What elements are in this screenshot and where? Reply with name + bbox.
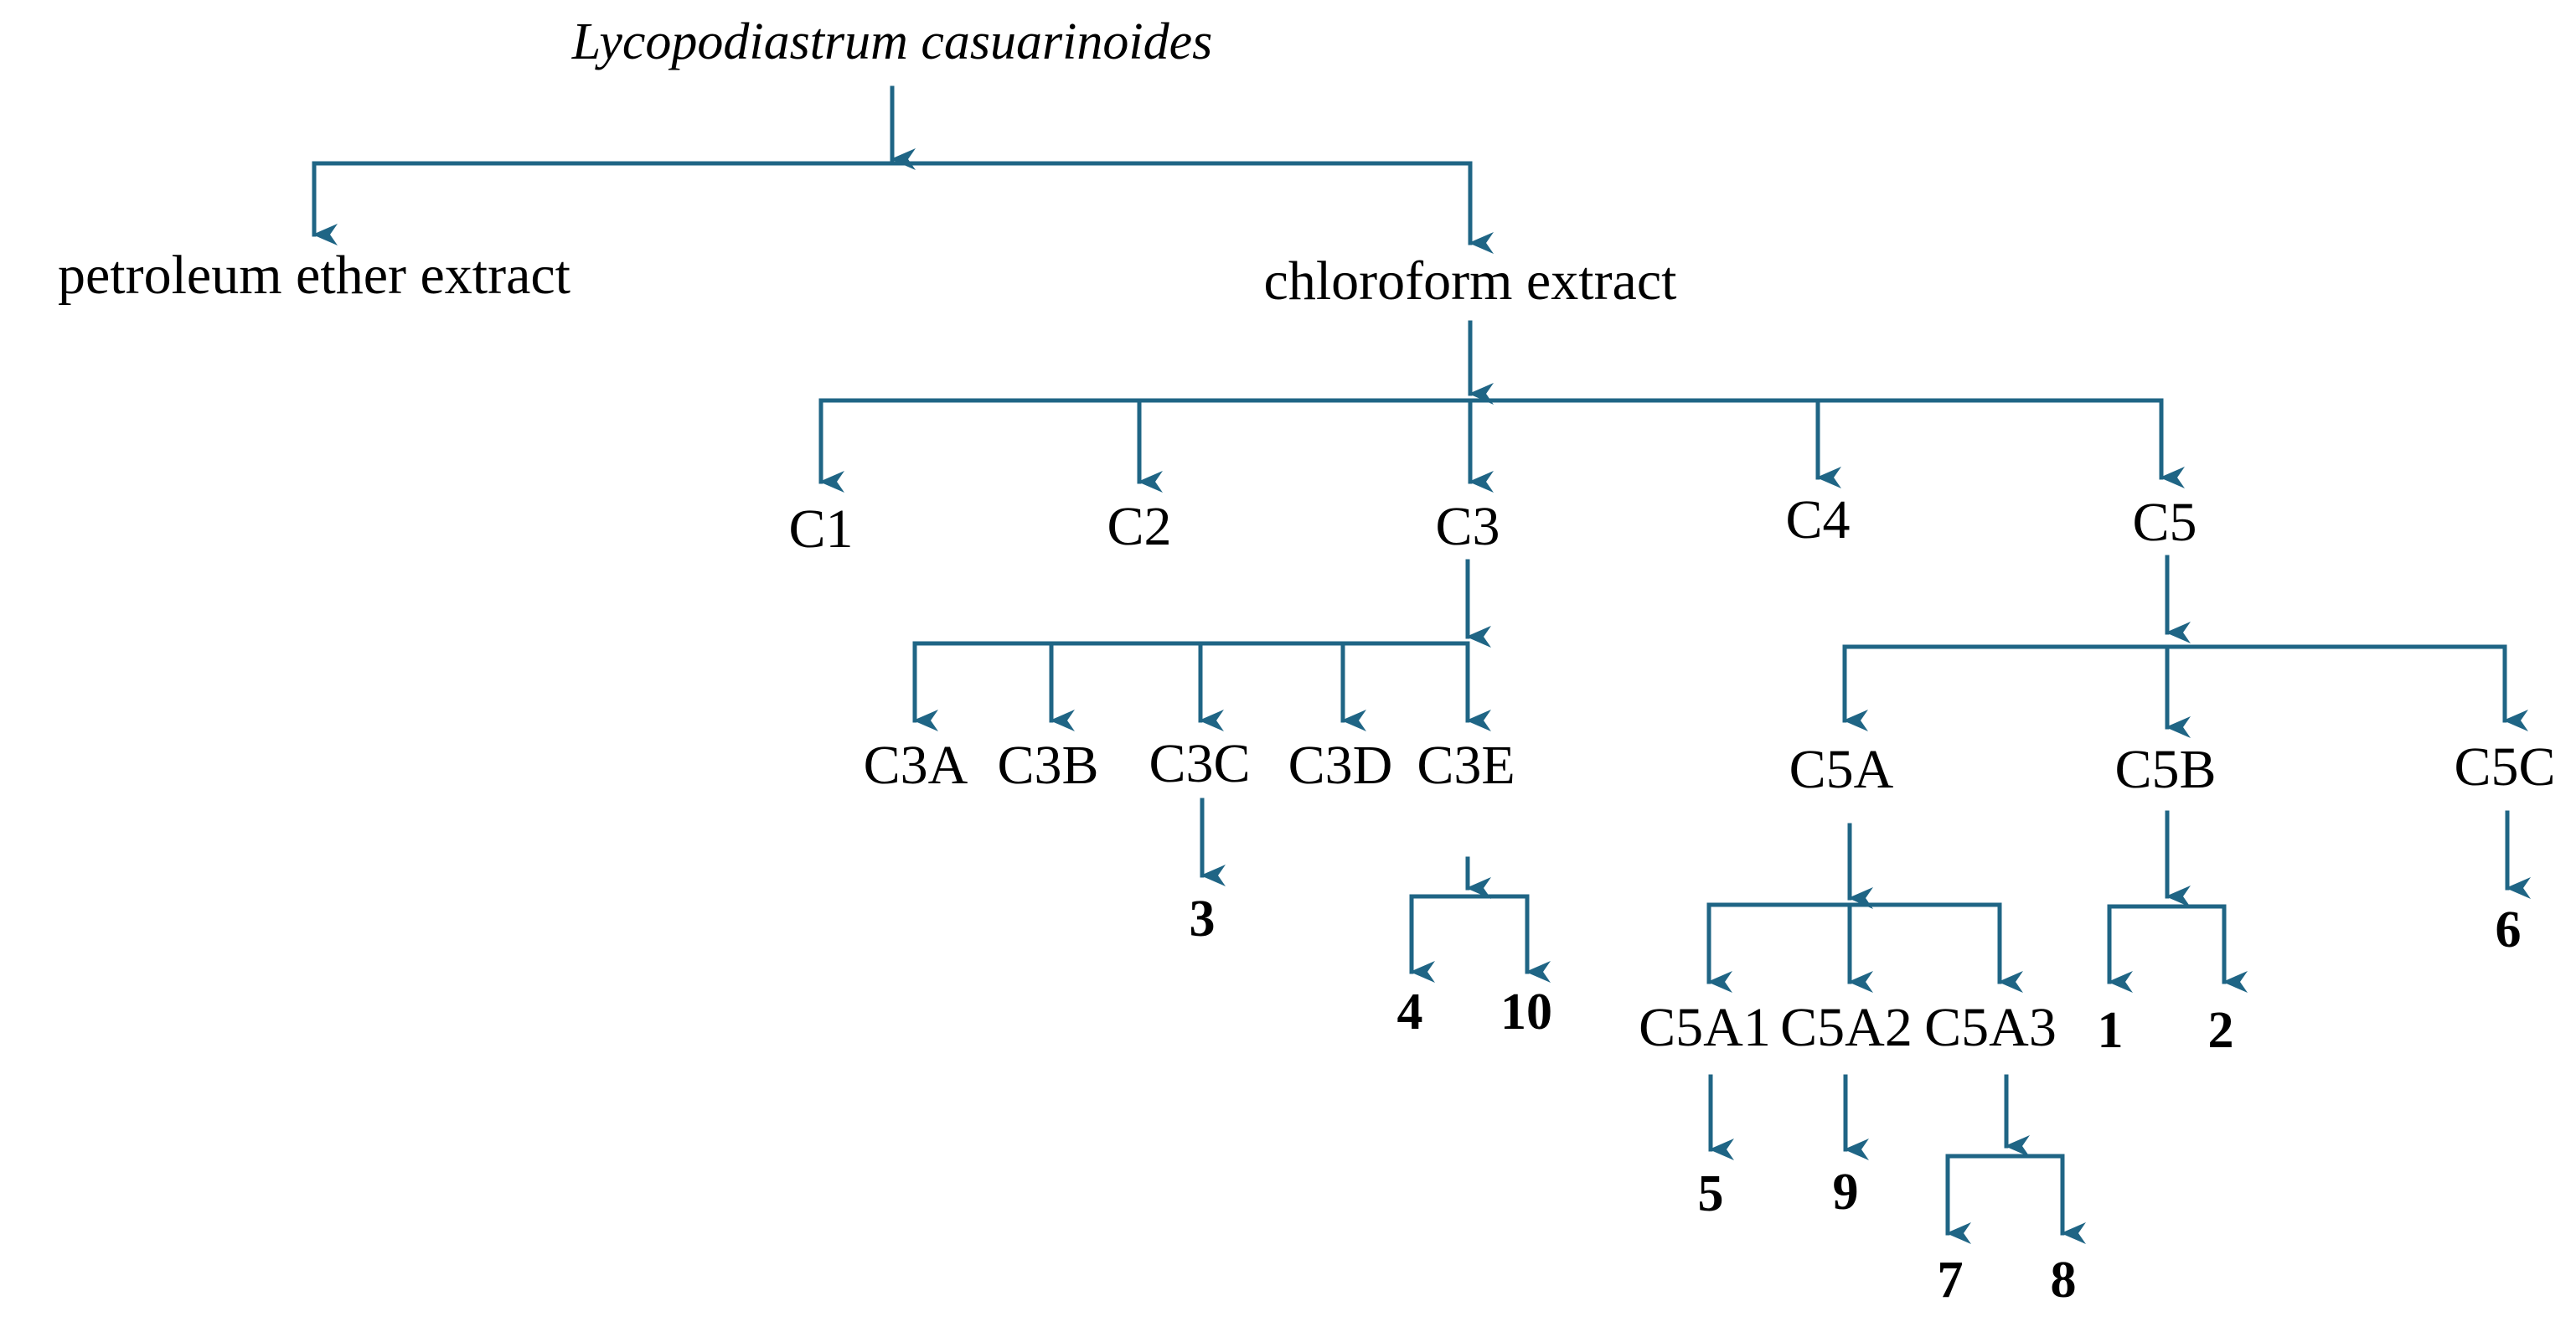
connectors	[312, 85, 2531, 1244]
chloroform-extract-label: chloroform extract	[1264, 250, 1677, 312]
subfraction-c3e: C3E	[1417, 735, 1515, 796]
fraction-c2: C2	[1107, 496, 1171, 557]
fraction-c5: C5	[2132, 492, 2197, 553]
subfraction-c5b: C5B	[2114, 739, 2216, 800]
petroleum-ether-extract-label: petroleum ether extract	[58, 245, 570, 306]
compound-8: 8	[2051, 1252, 2077, 1309]
subfraction-c3b: C3B	[997, 735, 1098, 796]
fraction-c1: C1	[788, 498, 853, 560]
compound-6: 6	[2496, 901, 2522, 958]
subfraction-c3d: C3D	[1288, 735, 1393, 796]
root-label: Lycopodiastrum casuarinoides	[571, 13, 1213, 70]
compound-7: 7	[1938, 1252, 1964, 1309]
subfraction-c3a: C3A	[864, 735, 968, 796]
subfraction-c3c: C3C	[1149, 733, 1250, 794]
compound-10: 10	[1500, 984, 1552, 1041]
compound-3: 3	[1190, 891, 1216, 948]
compound-4: 4	[1397, 984, 1423, 1041]
subfraction-c5a: C5A	[1789, 739, 1894, 800]
compound-9: 9	[1833, 1164, 1859, 1221]
compound-1: 1	[2098, 1002, 2124, 1059]
compound-5: 5	[1698, 1165, 1724, 1222]
compound-2: 2	[2208, 1002, 2234, 1059]
fraction-c3: C3	[1435, 496, 1500, 557]
fraction-c4: C4	[1785, 489, 1850, 550]
node-labels: Lycopodiastrum casuarinoides petroleum e…	[58, 13, 2556, 1309]
subfraction-c5a3: C5A3	[1924, 997, 2057, 1058]
subfraction-c5a2: C5A2	[1780, 997, 1913, 1058]
subfraction-c5a1: C5A1	[1639, 997, 1771, 1058]
subfraction-c5c: C5C	[2454, 736, 2555, 798]
